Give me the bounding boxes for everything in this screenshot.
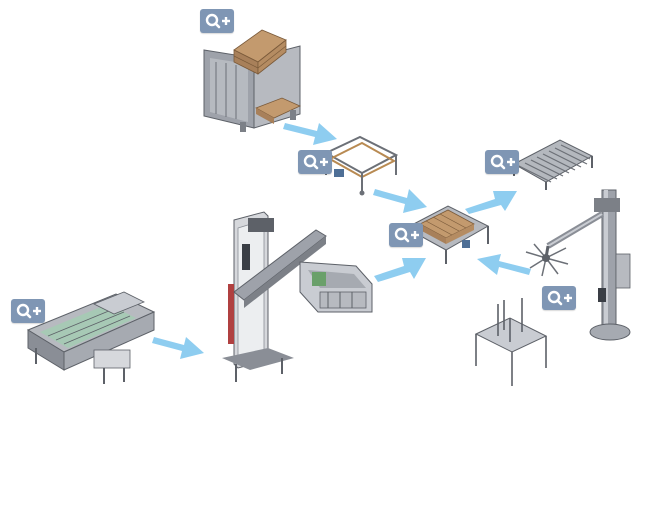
flow-arrow-robot-to-station: [477, 254, 531, 275]
flow-arrow-infeed-to-palletizer: [152, 337, 204, 359]
zoom-button-robot-column[interactable]: [542, 286, 576, 310]
robot-column-illustration: [525, 189, 631, 341]
flow-arrow-magazine-to-conveyor: [283, 123, 337, 145]
zoom-button-pallet-conveyor[interactable]: [298, 150, 332, 174]
roller-conveyor-illustration: [512, 139, 594, 190]
flow-arrow-gripper-to-station: [374, 258, 426, 282]
central-pallet-station-illustration: [404, 205, 490, 264]
zoom-button-case-infeed[interactable]: [11, 299, 45, 323]
slip-sheet-stand-illustration: [474, 298, 548, 386]
pallet-magazine-illustration: [203, 29, 301, 132]
magnifier-plus-icon: [394, 227, 419, 243]
magnifier-plus-icon: [303, 154, 328, 170]
magnifier-plus-icon: [16, 303, 41, 319]
zoom-button-roller-conveyor[interactable]: [485, 150, 519, 174]
gantry-palletizer-illustration: [222, 211, 373, 382]
zoom-button-central-station[interactable]: [389, 223, 423, 247]
zoom-button-pallet-magazine[interactable]: [200, 9, 234, 33]
flow-arrow-conveyor-to-station: [373, 189, 427, 213]
flow-arrow-station-to-roller: [465, 191, 517, 214]
magnifier-plus-icon: [205, 13, 230, 29]
case-infeed-line-illustration: [26, 291, 156, 384]
magnifier-plus-icon: [490, 154, 515, 170]
pallet-transfer-conveyor-illustration: [323, 135, 398, 196]
magnifier-plus-icon: [547, 290, 572, 306]
